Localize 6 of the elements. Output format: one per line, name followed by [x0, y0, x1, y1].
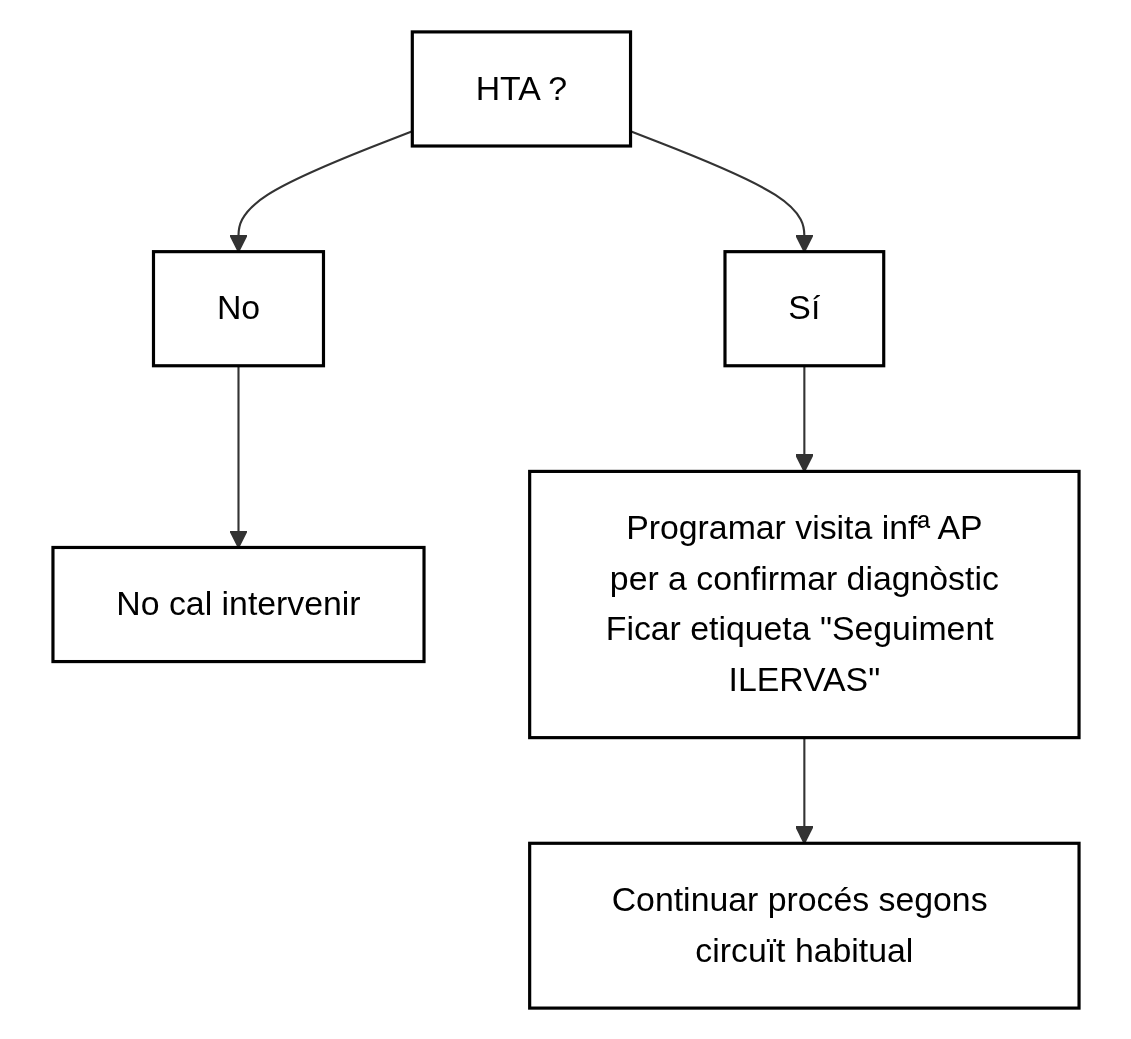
node-box: No cal intervenir [50, 545, 426, 663]
node-box: Sí [722, 249, 885, 367]
node-box: HTA ? [410, 29, 632, 148]
node-box: No [151, 249, 325, 367]
node-box: Programar visita infª AP per a confirmar diagnòstic Ficar etiqueta "Seguiment ILERVAS" [527, 469, 1081, 739]
node-box: Continuar procés segons circuït habitual [527, 841, 1081, 1010]
